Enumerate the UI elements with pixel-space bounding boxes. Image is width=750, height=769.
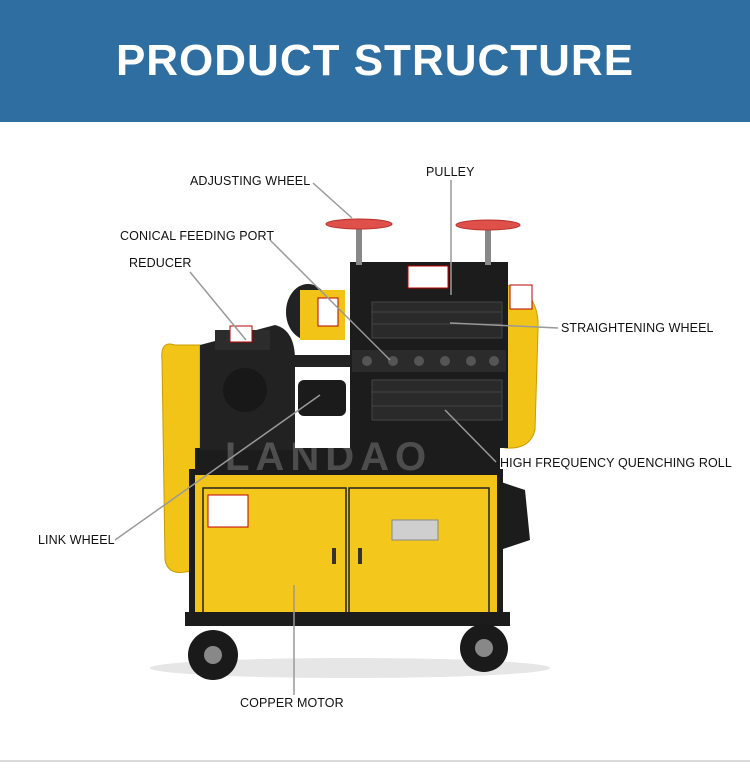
leader-straightening-wheel	[449, 322, 559, 329]
label-copper-motor: COPPER MOTOR	[240, 696, 344, 710]
leader-adjusting-wheel	[312, 182, 353, 219]
nameplate	[391, 519, 439, 541]
leader-link-wheel	[114, 394, 321, 541]
page-title: PRODUCT STRUCTURE	[115, 36, 635, 85]
frame-sticker	[407, 265, 449, 289]
floor-shadow	[150, 658, 550, 678]
deck-plate	[195, 448, 500, 474]
bolt-bar	[352, 350, 506, 372]
adjusting-wheel-right	[455, 219, 521, 231]
upper-rollers	[371, 301, 503, 339]
label-straightening-wheel: STRAIGHTENING WHEEL	[561, 321, 714, 335]
cabinet-door-left	[202, 487, 347, 617]
door-handle-left	[332, 548, 336, 564]
adjusting-wheel-left	[325, 218, 393, 230]
label-reducer: REDUCER	[129, 256, 192, 270]
base-frame	[185, 612, 510, 626]
leader-reducer	[189, 271, 247, 341]
rear-motor-housing	[495, 480, 530, 550]
door-handle-right	[358, 548, 362, 564]
label-pulley: PULLEY	[426, 165, 475, 179]
bottom-divider	[0, 760, 750, 762]
lower-rollers	[371, 379, 503, 421]
warning-sticker-cabinet	[207, 494, 249, 528]
label-adjusting-wheel: ADJUSTING WHEEL	[190, 174, 311, 188]
cabinet-door-right	[348, 487, 490, 617]
label-high-frequency-quenching-roll: HIGH FREQUENCY QUENCHING ROLL	[500, 456, 732, 470]
title-banner: PRODUCT STRUCTURE	[0, 0, 750, 122]
side-sticker	[509, 284, 533, 310]
link-wheel	[298, 380, 346, 416]
label-link-wheel: LINK WHEEL	[38, 533, 115, 547]
watermark: LANDAO	[225, 435, 432, 479]
leader-lines	[114, 180, 559, 695]
label-conical-feeding-port: CONICAL FEEDING PORT	[120, 229, 275, 243]
leader-quenching-roll	[444, 409, 497, 463]
leader-conical-feeding-port	[269, 239, 391, 361]
